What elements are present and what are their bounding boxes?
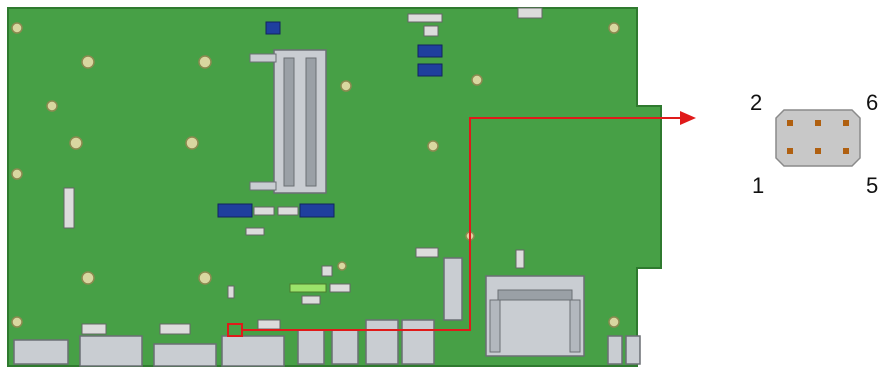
mounting-hole	[81, 55, 95, 69]
blue-connector	[265, 21, 281, 35]
card-slot	[485, 275, 585, 357]
pin-header	[415, 247, 439, 258]
io-connector	[365, 319, 399, 365]
io-connector	[221, 335, 285, 367]
io-connector	[625, 335, 641, 365]
io-connector	[153, 343, 217, 367]
pin-header	[227, 285, 235, 299]
io-connector	[331, 329, 359, 365]
callout-arrowhead	[680, 111, 696, 125]
blue-connectors	[217, 21, 443, 218]
pin-header	[277, 206, 299, 216]
vertical-slot	[443, 257, 463, 321]
mounting-hole	[471, 74, 483, 86]
pin-label-bottom-right: 5	[866, 173, 879, 198]
mounting-hole	[608, 316, 620, 328]
io-connector	[79, 335, 143, 367]
pin-header	[301, 295, 321, 305]
header-pin	[843, 120, 849, 126]
mounting-hole	[185, 136, 199, 150]
pin-header	[81, 323, 107, 335]
memory-slot	[249, 49, 327, 194]
header-pin	[815, 148, 821, 154]
pin-header	[407, 13, 443, 23]
pin-header	[423, 25, 439, 37]
pin-header	[257, 319, 281, 330]
header-pin	[787, 120, 793, 126]
mounting-holes	[11, 22, 620, 328]
header-pin	[815, 120, 821, 126]
io-connector	[607, 335, 623, 365]
mounting-hole	[337, 261, 347, 271]
callout-line	[242, 117, 680, 331]
pin-header	[63, 187, 75, 229]
mounting-hole	[81, 271, 95, 285]
blue-connector	[299, 203, 335, 218]
blue-connector	[417, 63, 443, 77]
mounting-hole	[198, 271, 212, 285]
header-pin	[843, 148, 849, 154]
pin-header	[329, 283, 351, 293]
small-headers	[63, 7, 543, 335]
header-pins	[787, 120, 849, 154]
mounting-hole	[608, 22, 620, 34]
blue-connector	[417, 44, 443, 58]
mounting-hole	[340, 80, 352, 92]
mounting-hole	[427, 140, 439, 152]
pin-header	[253, 206, 275, 216]
pin-label-bottom-left: 1	[752, 173, 765, 198]
header-detail	[775, 109, 861, 167]
mounting-hole	[11, 22, 23, 34]
blue-connector	[217, 203, 253, 218]
mounting-hole	[69, 136, 83, 150]
mounting-hole	[46, 100, 58, 112]
io-connector	[13, 339, 69, 365]
io-connector	[297, 329, 325, 365]
mounting-hole	[11, 316, 23, 328]
mounting-hole	[11, 168, 23, 180]
pin-header	[245, 227, 265, 236]
pin-label-top-left: 2	[750, 90, 763, 115]
io-connector	[401, 319, 435, 365]
pin-header	[515, 249, 525, 269]
pin-label-top-right: 6	[866, 90, 879, 115]
pin-header	[321, 265, 333, 277]
green-pin-header	[289, 283, 327, 293]
pin-header	[517, 7, 543, 19]
header-pin	[787, 148, 793, 154]
header-body	[775, 109, 861, 167]
io-connectors	[13, 319, 641, 367]
pin-header	[159, 323, 191, 335]
mounting-hole	[198, 55, 212, 69]
